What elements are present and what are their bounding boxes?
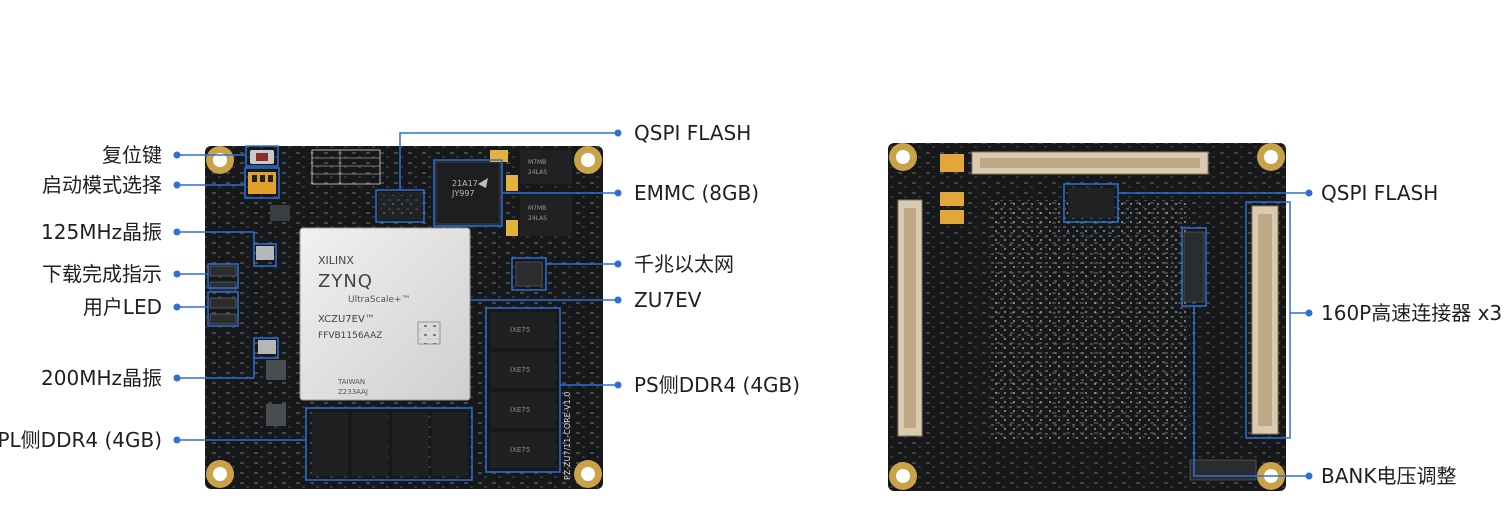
bank-voltage-part xyxy=(1183,231,1205,303)
fpga-chip xyxy=(299,227,471,401)
svg-text:21A17: 21A17 xyxy=(452,179,478,188)
osc-125-part xyxy=(256,246,274,260)
mounting-holes-back xyxy=(889,143,1285,490)
label-reset-key: 复位键 xyxy=(102,143,162,167)
label-boot-mode: 启动模式选择 xyxy=(42,173,162,197)
chip-package: FFVB1156AAZ xyxy=(318,331,382,341)
chip-brand: XILINX xyxy=(318,254,354,267)
svg-text:IXE75: IXE75 xyxy=(510,446,530,454)
qspi-flash-back-part xyxy=(1068,188,1114,218)
right-callout-lines xyxy=(399,132,618,386)
label-zu7ev: ZU7EV xyxy=(634,288,702,312)
mounting-holes-front xyxy=(206,146,602,488)
osc-200-part xyxy=(258,340,276,354)
label-user-led: 用户LED xyxy=(82,295,162,319)
ethernet-phy-part xyxy=(515,261,543,287)
label-connector-160p: 160P高速连接器 x3 xyxy=(1321,301,1503,325)
label-emmc: EMMC (8GB) xyxy=(634,181,760,205)
label-qspi-flash: QSPI FLASH xyxy=(634,121,752,145)
ps-ddr4-chips: IXE75 IXE75 IXE75 IXE75 xyxy=(490,312,556,468)
label-125mhz: 125MHz晶振 xyxy=(41,220,162,244)
label-gigabit-ethernet: 千兆以太网 xyxy=(634,252,734,276)
svg-text:IXE75: IXE75 xyxy=(510,366,530,374)
label-ps-ddr4: PS侧DDR4 (4GB) xyxy=(634,373,801,397)
pl-ddr4-chips xyxy=(312,412,468,476)
back-callout-dots xyxy=(1305,189,1313,480)
label-bank-voltage: BANK电压调整 xyxy=(1321,464,1457,488)
svg-text:JY997: JY997 xyxy=(451,189,475,198)
chip-part: XCZU7EV™ xyxy=(318,314,375,325)
chip-origin: TAIWAN xyxy=(337,378,365,386)
chip-family: ZYNQ xyxy=(318,271,373,292)
label-200mhz: 200MHz晶振 xyxy=(41,366,162,390)
svg-text:24LAS: 24LAS xyxy=(528,169,547,176)
right-callout-dots xyxy=(614,129,622,389)
chip-series: UltraScale+™ xyxy=(348,295,411,305)
left-callout-dots xyxy=(173,151,181,444)
chip-lot: Z233AAJ xyxy=(338,388,368,396)
svg-text:24LAS: 24LAS xyxy=(528,215,547,222)
label-done-indicator: 下载完成指示 xyxy=(42,262,162,286)
label-qspi-flash-back: QSPI FLASH xyxy=(1321,181,1439,205)
label-pl-ddr4: PL侧DDR4 (4GB) xyxy=(0,428,162,452)
left-callout-lines xyxy=(177,154,306,441)
board-silk: PZ-ZU7/11-CORE-V1.0 xyxy=(563,392,572,480)
svg-text:IXE75: IXE75 xyxy=(510,326,530,334)
svg-text:M7MB: M7MB xyxy=(528,159,546,166)
svg-text:IXE75: IXE75 xyxy=(510,406,530,414)
svg-text:M7MB: M7MB xyxy=(528,205,546,212)
emmc-part xyxy=(435,161,501,225)
